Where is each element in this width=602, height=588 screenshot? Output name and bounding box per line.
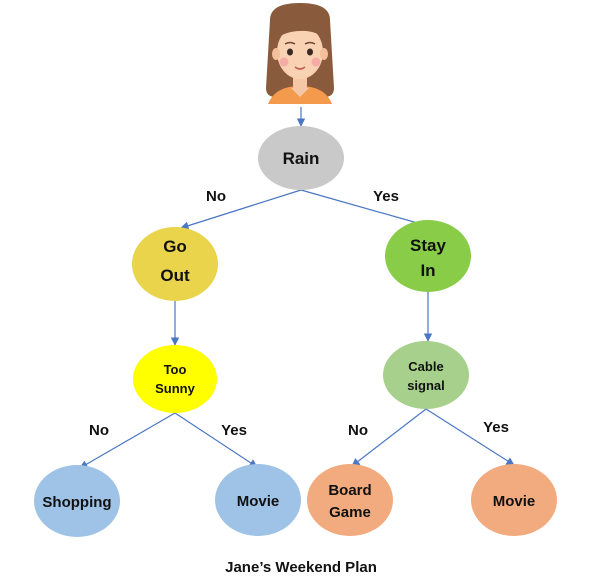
edge-label-sunny-yes: Yes: [221, 422, 247, 439]
node-shopping-shape: [34, 465, 120, 537]
node-movie-left-shape: [215, 464, 301, 536]
node-go-out: Go Out: [132, 227, 218, 301]
node-movie-left: Movie: [215, 464, 301, 536]
node-stay-in-shape: [385, 220, 471, 292]
node-go-out-label-line1: Go: [163, 237, 187, 256]
node-shopping: Shopping: [34, 465, 120, 537]
node-too-sunny-label-line2: Sunny: [155, 381, 195, 396]
node-movie-right: Movie: [471, 464, 557, 536]
node-board-game-label-line2: Game: [329, 504, 371, 521]
node-too-sunny-shape: [133, 345, 217, 413]
edge-too-sunny-shopping: [79, 412, 176, 469]
node-board-game: Board Game: [307, 464, 393, 536]
node-cable-signal-label-line1: Cable: [408, 359, 443, 374]
girl-avatar-icon: [266, 3, 334, 104]
edge-rain-go-out: [180, 189, 302, 230]
edge-label-rain-no: No: [206, 188, 226, 205]
node-movie-left-label: Movie: [237, 493, 280, 510]
node-stay-in-label-line2: In: [420, 261, 435, 280]
node-stay-in-label-line1: Stay: [410, 236, 446, 255]
edge-label-cable-no: No: [348, 422, 368, 439]
node-cable-signal-shape: [383, 341, 469, 409]
node-stay-in: Stay In: [385, 220, 471, 292]
edge-rain-stay-in: [300, 189, 429, 228]
node-movie-right-shape: [471, 464, 557, 536]
node-rain-label: Rain: [283, 149, 320, 168]
diagram-caption: Jane’s Weekend Plan: [225, 559, 377, 576]
edge-label-sunny-no: No: [89, 422, 109, 439]
node-board-game-shape: [307, 464, 393, 536]
node-too-sunny-label-line1: Too: [164, 362, 187, 377]
node-go-out-shape: [132, 227, 218, 301]
edge-cable-board-game: [351, 408, 427, 467]
node-rain-shape: [258, 126, 344, 190]
node-shopping-label: Shopping: [42, 494, 111, 511]
edge-too-sunny-movie: [174, 412, 258, 468]
edges: [79, 107, 515, 469]
edge-cable-movie: [425, 408, 515, 466]
node-go-out-label-line2: Out: [160, 266, 190, 285]
node-movie-right-label: Movie: [493, 493, 536, 510]
edge-label-rain-yes: Yes: [373, 188, 399, 205]
node-cable-signal-label-line2: signal: [407, 378, 445, 393]
node-too-sunny: Too Sunny: [133, 345, 217, 413]
node-board-game-label-line1: Board: [328, 482, 371, 499]
node-rain: Rain: [258, 126, 344, 190]
node-cable-signal: Cable signal: [383, 341, 469, 409]
edge-label-cable-yes: Yes: [483, 419, 509, 436]
